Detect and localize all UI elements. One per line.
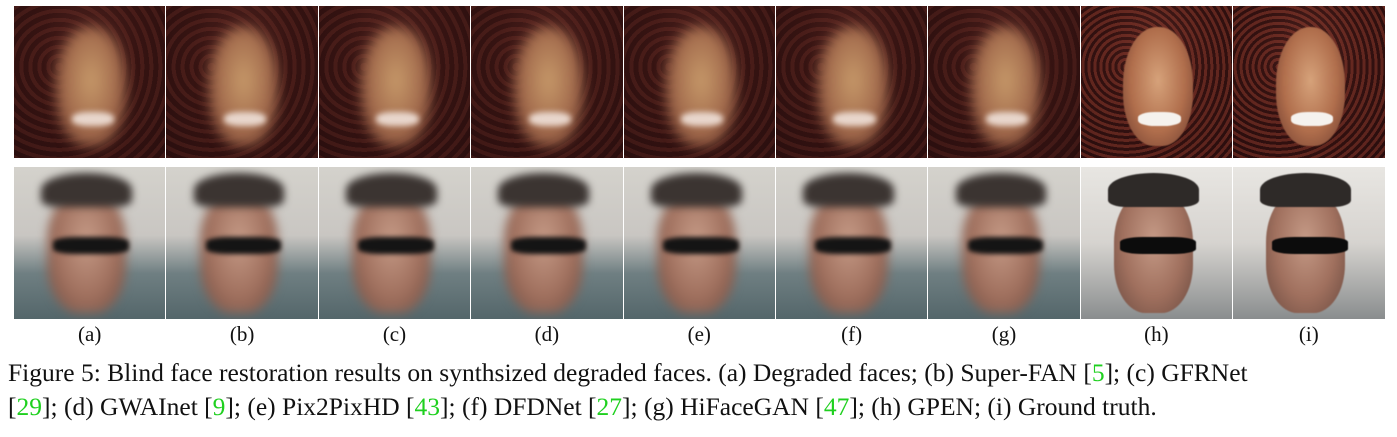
caption-text-7: ]; (h) GPEN; (i) Ground truth.	[849, 392, 1157, 421]
panel-i-row2-image	[1233, 167, 1385, 319]
citation-link-9[interactable]: 9	[212, 392, 226, 421]
caption-text-4: ]; (e) Pix2PixHD [	[225, 392, 415, 421]
caption-text-1: Figure 5: Blind face restoration results…	[8, 358, 1092, 387]
panel-d-row2-image	[471, 167, 623, 319]
caption-text-6: ]; (g) HiFaceGAN [	[622, 392, 824, 421]
panel-c-row1-image	[318, 6, 471, 158]
caption-text-5: ]; (f) DFDNet [	[440, 392, 597, 421]
citation-link-29[interactable]: 29	[16, 392, 43, 421]
panel-b-row2-image	[166, 167, 318, 319]
citation-link-5[interactable]: 5	[1091, 358, 1105, 387]
panel-a-row2-image	[14, 167, 166, 319]
panel-labels: (a) (b) (c) (d) (e) (f) (g) (h) (i)	[14, 322, 1386, 347]
panel-f-row1-image	[775, 6, 928, 158]
figure-caption: Figure 5: Blind face restoration results…	[8, 356, 1393, 424]
panel-e-row2-image	[623, 167, 775, 319]
caption-text-3: ]; (d) GWAInet [	[42, 392, 213, 421]
panel-label-e: (e)	[687, 322, 711, 346]
panel-g-row2-image	[928, 167, 1080, 319]
panel-g-row1-image	[928, 6, 1080, 158]
citation-link-47[interactable]: 47	[823, 392, 850, 421]
panel-label-b: (b)	[229, 322, 255, 346]
panel-label-d: (d)	[534, 322, 560, 346]
image-row-2	[14, 167, 1386, 319]
panel-h-row2-image	[1080, 167, 1233, 319]
panel-label-f: (f)	[841, 322, 863, 346]
caption-text-2: ]; (c) GFRNet	[1104, 358, 1248, 387]
panel-d-row1-image	[471, 6, 623, 158]
panel-h-row1-image	[1080, 6, 1233, 158]
panel-c-row2-image	[318, 167, 471, 319]
panel-i-row1-image	[1233, 6, 1385, 158]
citation-link-27[interactable]: 27	[596, 392, 623, 421]
caption-text-2b: [	[8, 392, 17, 421]
panel-label-c: (c)	[382, 322, 407, 346]
citation-link-43[interactable]: 43	[414, 392, 441, 421]
panel-label-h: (h)	[1144, 322, 1169, 346]
panel-a-row1-image	[14, 6, 166, 158]
image-row-1	[14, 6, 1386, 158]
panel-b-row1-image	[166, 6, 318, 158]
figure-image-grid	[14, 6, 1386, 328]
panel-f-row2-image	[775, 167, 928, 319]
panel-label-i: (i)	[1298, 322, 1319, 346]
panel-label-a: (a)	[78, 322, 102, 346]
panel-e-row1-image	[623, 6, 775, 158]
panel-label-g: (g)	[991, 322, 1017, 346]
